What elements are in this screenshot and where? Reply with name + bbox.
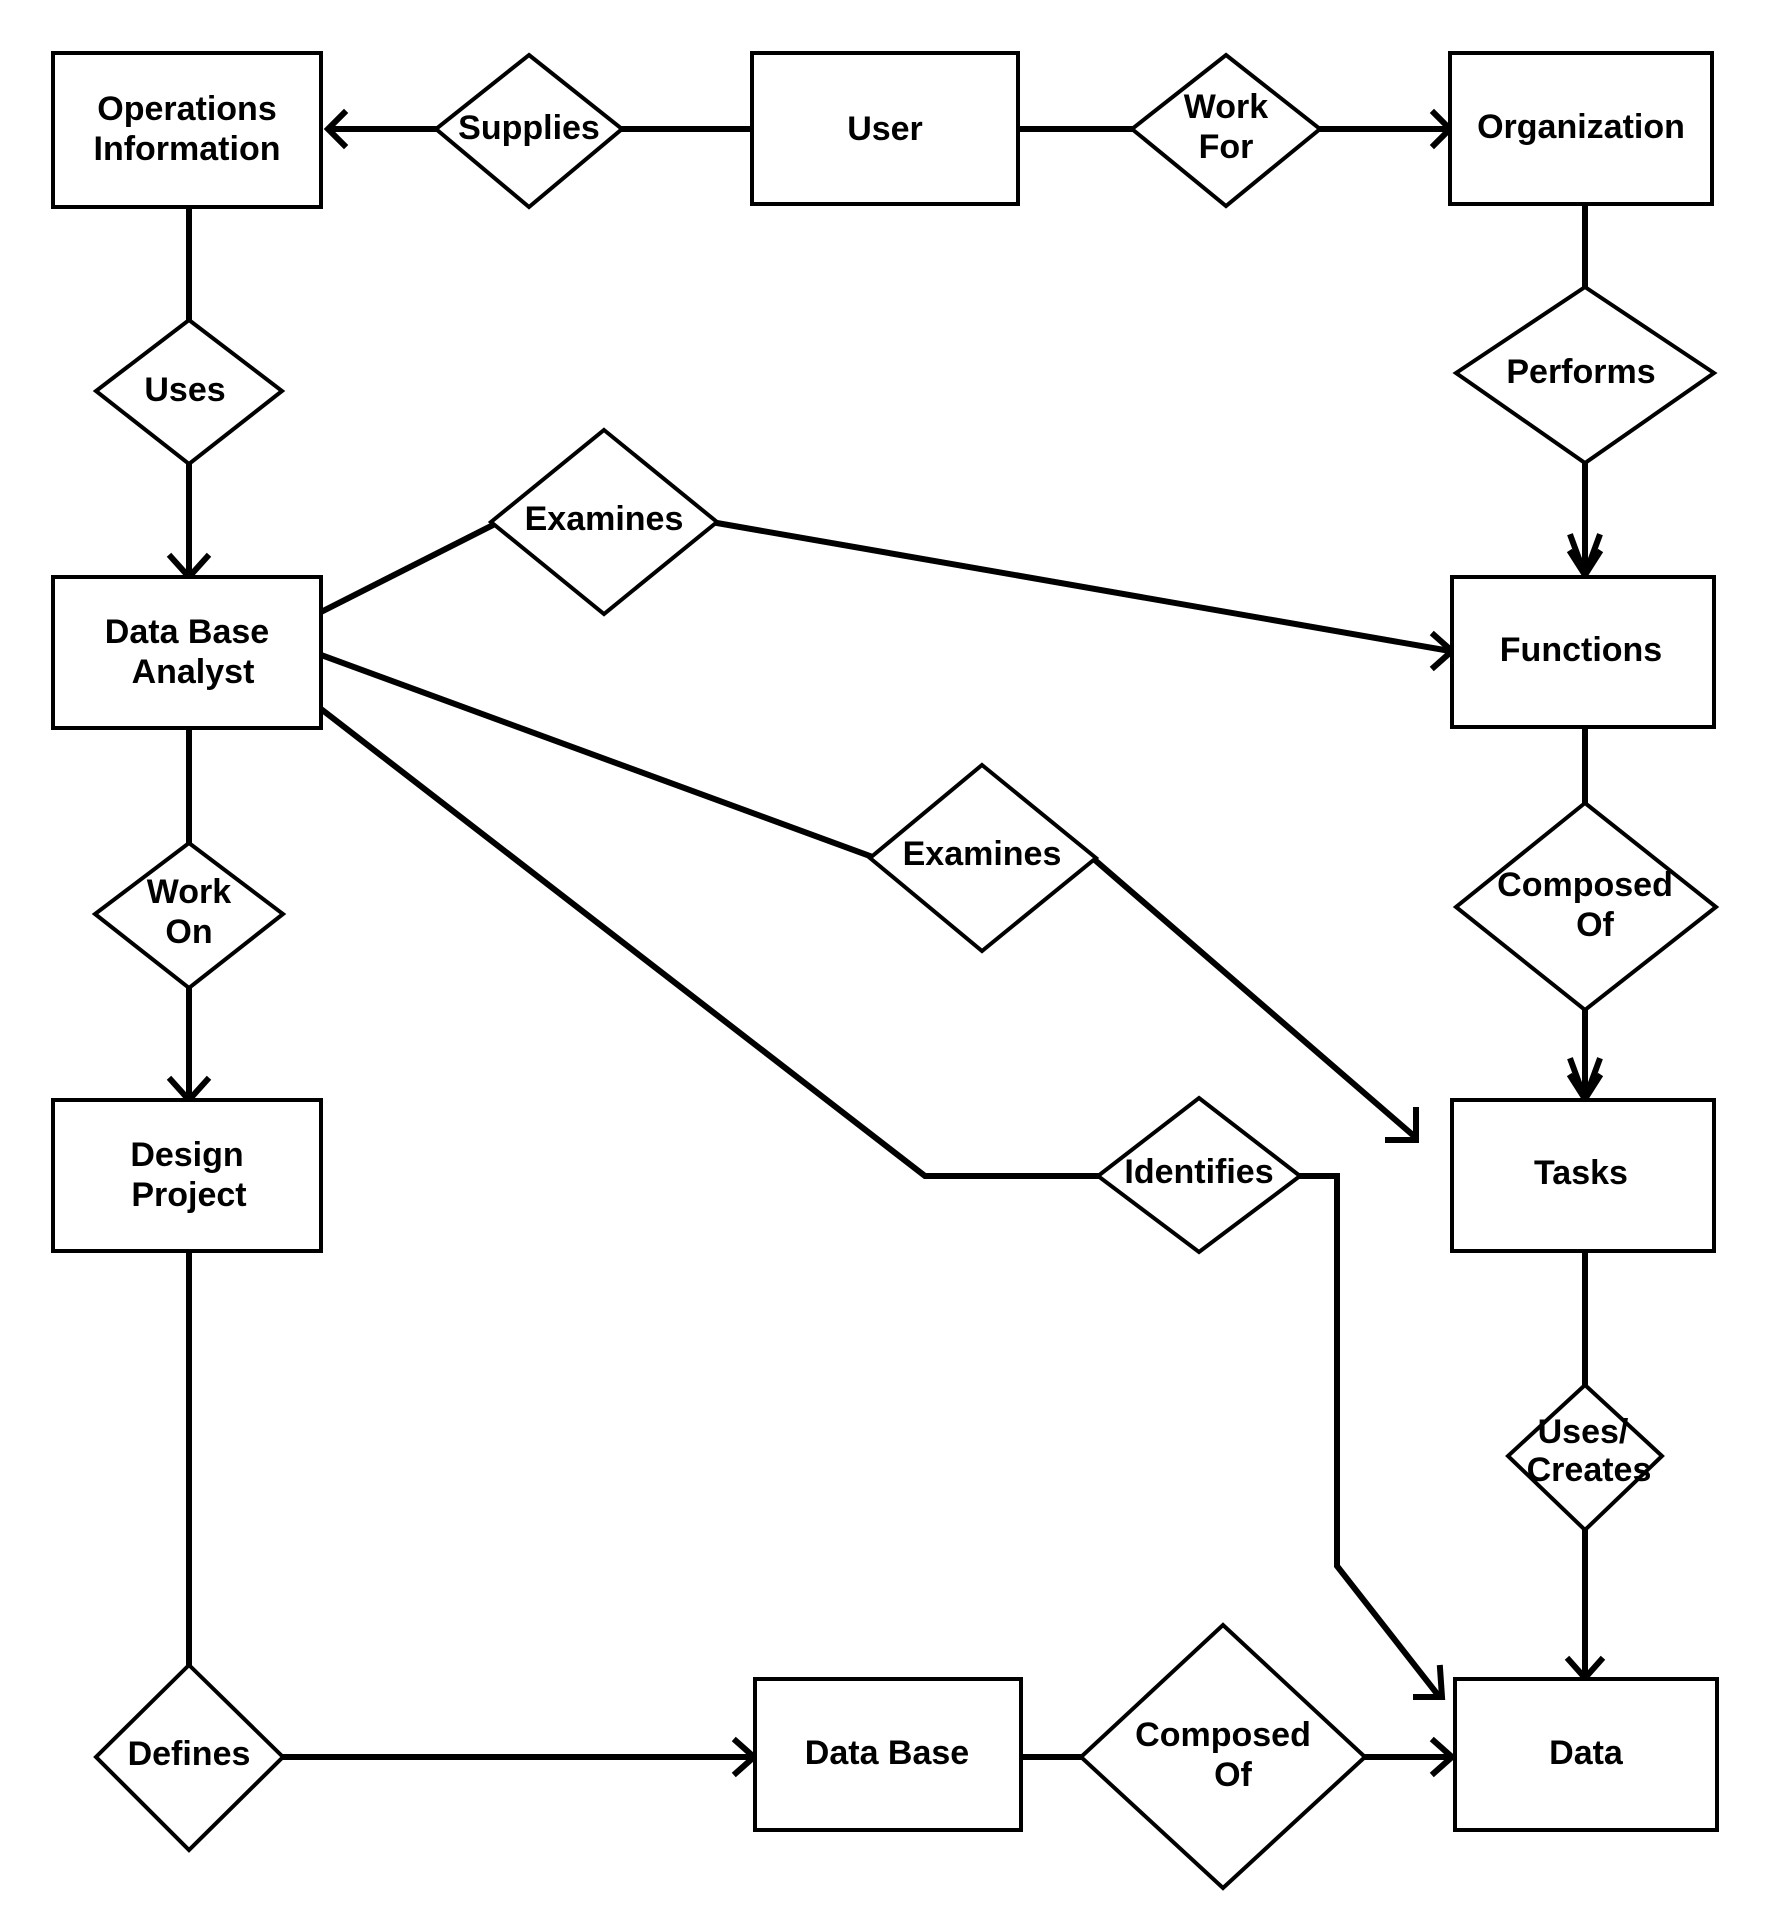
relationship-performs: Performs [1452,284,1718,466]
entity-operations-information-line-1: Operations [97,90,276,128]
relationship-work-for: Work For [1128,52,1324,209]
arrowhead-data-from-identifies [1413,1664,1446,1700]
entity-operations-information-line-2: Information [94,130,281,168]
relationship-composed-of-functions: Composed Of [1452,800,1720,1013]
entity-tasks-label: Tasks [1534,1154,1628,1192]
relationship-uses-creates-line-2: Creates [1527,1451,1652,1489]
relationship-performs-label: Performs [1506,353,1655,391]
line-analyst-to-examines-tasks [317,651,874,860]
entity-data-label: Data [1549,1734,1624,1772]
relationship-examines-tasks-label: Examines [903,835,1062,873]
relationship-work-for-line-1: Work [1184,88,1268,126]
relationship-composed-of-functions-line-1: Composed [1497,866,1673,904]
arrowhead-operations-information [323,108,349,150]
relationship-work-on-line-2: On [165,913,212,951]
relationship-uses-creates-line-1: Uses/ [1538,1413,1629,1451]
relationship-work-on: Work On [91,840,287,991]
relationship-composed-of-database: Composed Of [1078,1622,1368,1891]
relationship-uses-creates: Uses/ Creates [1505,1382,1665,1533]
line-examines-to-tasks [1091,856,1419,1141]
relationship-composed-of-functions-line-2: Of [1576,906,1614,944]
entity-data-base-analyst-line-2: Analyst [132,653,255,691]
entity-tasks: Tasks [1450,1098,1716,1253]
entity-data-base-analyst: Data Base Analyst [51,575,323,730]
entity-functions-label: Functions [1500,631,1662,669]
line-analyst-to-examines-functions [316,521,496,617]
entity-design-project-line-2: Project [131,1176,246,1214]
entity-data-base-label: Data Base [805,1734,969,1772]
relationship-uses: Uses [92,317,286,467]
entity-organization: Organization [1448,51,1714,206]
relationship-examines-tasks: Examines [866,762,1100,954]
relationship-uses-label: Uses [144,371,225,409]
entity-user-label: User [847,110,923,148]
relationship-identifies-label: Identifies [1124,1153,1273,1191]
relationship-examines-functions: Examines [487,427,721,617]
entity-organization-label: Organization [1477,108,1685,146]
arrowhead-data-from-composed-of [1429,1736,1457,1778]
arrowheads [166,108,1606,1778]
entity-data: Data [1453,1677,1719,1832]
arrowhead-tasks-from-examines [1385,1107,1419,1143]
relationship-composed-of-database-line-1: Composed [1135,1716,1311,1754]
line-identifies-to-data [1297,1173,1443,1700]
entity-design-project: Design Project [51,1098,323,1253]
entity-user: User [750,51,1020,206]
relationship-examines-functions-label: Examines [525,500,684,538]
relationship-identifies: Identifies [1094,1095,1304,1255]
entity-operations-information: Operations Information [51,51,323,209]
relationship-work-for-line-2: For [1199,128,1254,166]
entity-functions: Functions [1450,575,1716,729]
entity-data-base: Data Base [753,1677,1023,1832]
entity-data-base-analyst-line-1: Data Base [105,613,269,651]
relationship-work-on-line-1: Work [147,873,231,911]
line-examines-to-functions [713,519,1454,655]
line-analyst-to-identifies [316,704,1101,1179]
entity-design-project-line-1: Design [130,1136,243,1174]
connectors [186,126,1588,1760]
relationship-composed-of-database-line-2: Of [1214,1756,1252,1794]
relationship-defines-label: Defines [128,1735,251,1773]
relationship-supplies-label: Supplies [458,109,600,147]
relationship-supplies: Supplies [432,52,626,210]
relationship-defines: Defines [93,1662,286,1853]
